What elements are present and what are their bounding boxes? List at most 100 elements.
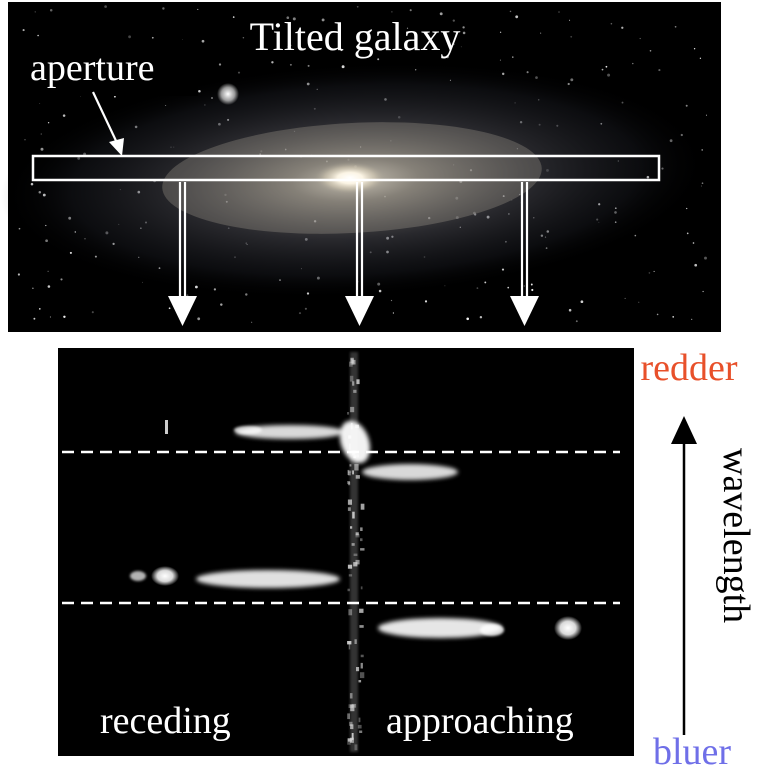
background-star <box>439 12 443 16</box>
background-star <box>392 312 394 314</box>
continuum-speckle <box>348 574 353 577</box>
background-star <box>638 301 640 303</box>
background-star <box>391 11 393 13</box>
background-star <box>639 37 641 40</box>
continuum-speckle <box>352 381 355 386</box>
background-star <box>649 49 652 52</box>
background-star <box>507 286 510 289</box>
continuum-speckle <box>359 625 364 628</box>
continuum-speckle <box>354 744 358 751</box>
background-star <box>260 24 262 26</box>
background-star <box>476 287 479 289</box>
continuum-speckle <box>360 586 363 590</box>
background-star <box>462 31 466 35</box>
background-star <box>34 11 36 13</box>
background-star <box>523 285 525 287</box>
continuum-speckle <box>348 481 351 486</box>
background-star <box>356 5 359 8</box>
continuum-speckle <box>348 704 353 708</box>
background-star <box>47 270 49 272</box>
background-star <box>49 316 51 318</box>
continuum-speckle <box>351 703 357 708</box>
background-star <box>607 73 611 77</box>
background-star <box>33 317 36 320</box>
continuum-speckle <box>349 721 353 726</box>
continuum-speckle <box>354 464 359 471</box>
continuum-speckle <box>349 361 353 367</box>
background-star <box>113 95 116 98</box>
projection-arrow-right <box>510 182 539 326</box>
continuum-speckle <box>348 609 353 616</box>
background-star <box>232 16 235 18</box>
continuum-speckle <box>355 475 360 479</box>
galaxy-image-panel: Tilted galaxy aperture <box>0 2 721 332</box>
background-star <box>692 242 695 244</box>
background-star <box>686 232 689 235</box>
continuum-speckle <box>347 588 350 592</box>
background-star <box>704 256 707 260</box>
continuum-speckle <box>347 412 349 415</box>
background-star <box>568 308 572 312</box>
background-star <box>686 207 688 210</box>
approaching-label: approaching <box>386 700 574 742</box>
background-star <box>693 48 696 50</box>
background-star <box>499 31 502 33</box>
continuum-speckle <box>347 470 352 473</box>
background-star <box>694 263 698 267</box>
background-star <box>446 55 449 59</box>
continuum-speckle <box>348 642 351 650</box>
background-star <box>47 285 51 288</box>
continuum-speckle <box>360 527 363 531</box>
continuum-speckle <box>349 375 354 382</box>
aperture-label: aperture <box>30 47 154 89</box>
background-star <box>38 308 41 310</box>
background-star <box>186 294 189 297</box>
background-star <box>499 59 501 61</box>
continuum-speckle <box>360 538 363 542</box>
background-star <box>62 114 66 117</box>
background-star <box>605 65 608 68</box>
background-star <box>289 44 292 47</box>
background-star <box>237 71 241 74</box>
aperture-pointer-line <box>92 91 119 146</box>
continuum-speckle <box>353 562 358 567</box>
spectrum-panel: receding approaching <box>58 348 634 756</box>
continuum-speckle <box>350 704 355 712</box>
continuum-speckle <box>360 662 363 669</box>
background-star <box>466 317 470 321</box>
background-star <box>685 104 688 107</box>
continuum-speckle <box>353 553 358 556</box>
background-star <box>168 307 171 310</box>
continuum-speckle <box>350 737 354 743</box>
redder-label: redder <box>640 347 737 389</box>
background-star <box>40 133 43 135</box>
continuum-speckle <box>360 654 364 658</box>
background-star <box>17 273 20 276</box>
background-star <box>390 299 393 302</box>
background-star <box>653 270 655 272</box>
background-star <box>286 16 290 20</box>
continuum-speckle <box>355 534 360 538</box>
background-star <box>575 320 578 323</box>
aperture-pointer-arrowhead <box>109 138 124 156</box>
foreground-star <box>217 83 239 105</box>
background-star <box>569 19 571 21</box>
background-star <box>540 32 542 34</box>
background-star <box>91 311 94 314</box>
background-star <box>674 25 677 28</box>
background-star <box>570 35 573 38</box>
background-star <box>151 36 154 39</box>
continuum-speckle <box>350 724 354 730</box>
background-star <box>104 5 107 8</box>
continuum-speckle <box>350 406 355 413</box>
background-star <box>656 313 659 316</box>
continuum-speckle <box>360 503 365 510</box>
background-star <box>621 26 624 29</box>
background-star <box>197 317 201 321</box>
background-star <box>377 58 380 61</box>
receding-label: receding <box>100 700 231 742</box>
continuum-speckle <box>352 470 354 475</box>
continuum-speckle <box>350 357 354 363</box>
continuum-speckle <box>347 641 352 645</box>
